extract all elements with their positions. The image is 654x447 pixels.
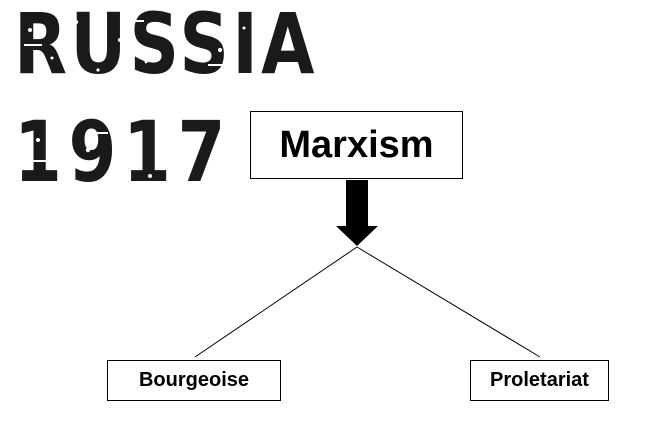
node-bourgeoise-label: Bourgeoise — [138, 369, 250, 391]
node-bourgeoise: Bourgeoise — [107, 360, 281, 401]
node-proletariat-label: Proletariat — [490, 369, 589, 391]
node-proletariat: Proletariat — [470, 360, 609, 401]
node-marxism: Marxism — [250, 111, 463, 179]
title-russia: RUSSIA — [14, 0, 318, 93]
title-year: 1917 — [14, 103, 232, 201]
connector-right — [356, 246, 541, 358]
connector-left — [194, 246, 358, 358]
down-arrow — [336, 180, 378, 246]
node-marxism-label: Marxism — [279, 123, 434, 166]
